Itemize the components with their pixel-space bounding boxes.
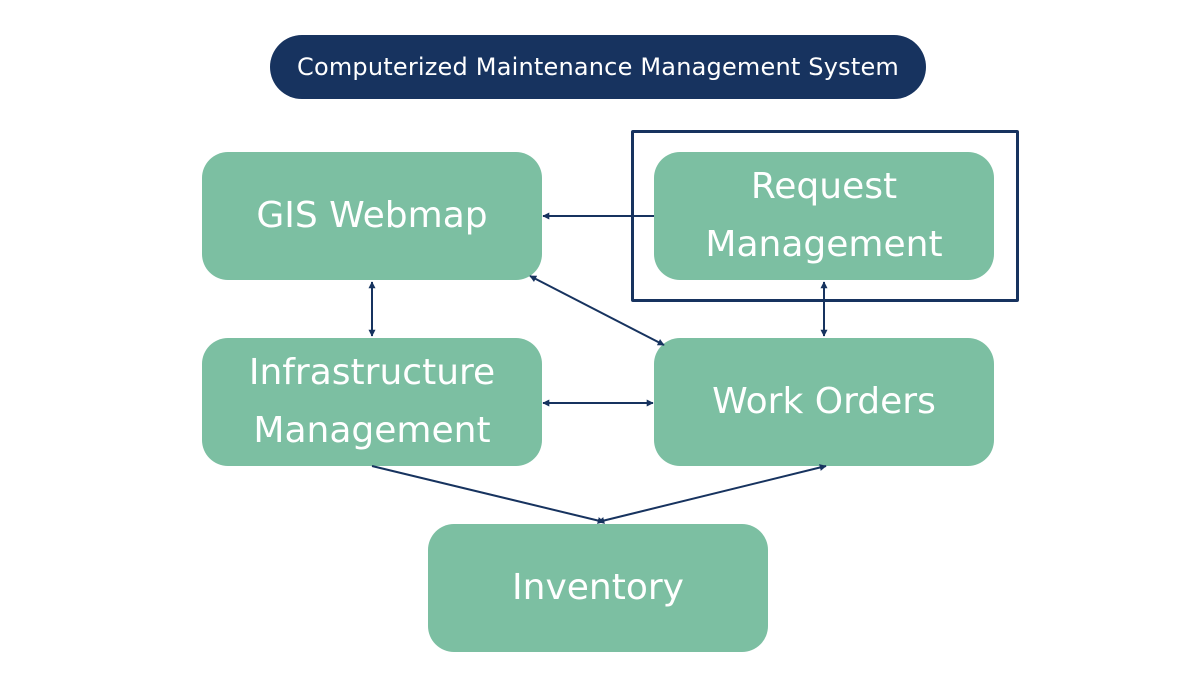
inventory-label: Inventory	[512, 567, 684, 608]
work-orders-label: Work Orders	[712, 381, 936, 422]
request-management-node: Request Management	[654, 152, 994, 280]
gis-webmap-label: GIS Webmap	[256, 195, 488, 236]
diagram-title: Computerized Maintenance Management Syst…	[270, 35, 926, 99]
infrastructure-management-node: Infrastructure Management	[202, 338, 542, 466]
request-management-label-line-1: Request	[750, 166, 898, 207]
infrastructure-management-label-line-1: Infrastructure	[248, 352, 496, 393]
connector-infra-to-inventory	[371, 465, 605, 524]
gis-webmap-node: GIS Webmap	[202, 152, 542, 280]
request-management-label-line-2: Management	[705, 224, 943, 265]
connector-inventory-work-orders	[597, 464, 827, 524]
inventory-node: Inventory	[428, 524, 768, 652]
work-orders-node: Work Orders	[654, 338, 994, 466]
infrastructure-management-label-line-2: Management	[253, 410, 491, 451]
